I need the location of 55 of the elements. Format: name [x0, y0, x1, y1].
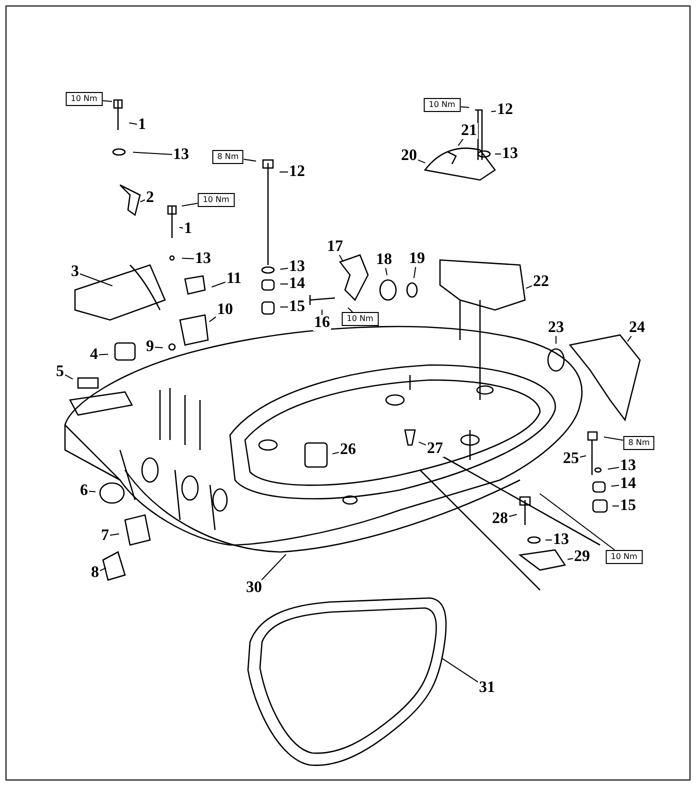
leader-line [88, 490, 96, 492]
callout-number: 19 [408, 251, 426, 267]
leader-line [418, 442, 426, 446]
torque-spec-label: 10 Nm [66, 92, 102, 106]
leader-line [332, 452, 340, 454]
leader-line [458, 138, 464, 146]
leader-line [526, 285, 532, 289]
leader-line [110, 533, 120, 536]
leader-line [100, 567, 106, 572]
torque-spec-label: 10 Nm [342, 312, 378, 326]
leader-line [181, 202, 198, 206]
leader-line [607, 466, 620, 470]
leader-line [154, 346, 164, 348]
callout-number: 27 [426, 441, 444, 457]
callout-number: 18 [375, 252, 393, 268]
leader-line [261, 554, 286, 580]
leader-line [132, 152, 172, 155]
leader-line [128, 122, 138, 125]
leader-line [280, 268, 288, 270]
torque-spec-label: 10 Nm [424, 98, 460, 112]
callout-number: 10 [216, 302, 234, 318]
callout-number: 21 [460, 123, 478, 139]
callout-number: 17 [326, 239, 344, 255]
leader-line [98, 354, 108, 356]
leader-line [182, 258, 194, 260]
torque-spec-label: 10 Nm [606, 550, 642, 564]
leader-line [580, 455, 586, 458]
torque-spec-label: 10 Nm [198, 193, 234, 207]
leader-line [385, 268, 388, 276]
callout-number: 24 [628, 320, 646, 336]
leader-line [610, 484, 620, 487]
leader-line [490, 110, 496, 112]
leader-line [208, 316, 216, 322]
leader-line [64, 374, 74, 380]
leader-line [539, 493, 616, 550]
leader-line [603, 436, 624, 441]
leader-line [80, 273, 113, 286]
leader-line [508, 514, 518, 517]
leader-line [140, 199, 146, 202]
leader-line [280, 306, 288, 308]
leader-line [413, 266, 416, 279]
leader-line [211, 282, 226, 288]
leader-line [627, 336, 632, 342]
leader-line [102, 100, 112, 102]
torque-spec-label: 8 Nm [212, 150, 244, 164]
leader-line [442, 658, 478, 683]
leader-line [243, 158, 257, 162]
leader-line [567, 558, 574, 560]
leader-line [348, 307, 353, 312]
leader-line [418, 159, 426, 164]
leader-line [178, 226, 184, 229]
leader-line [338, 254, 344, 262]
leader-line [460, 106, 470, 108]
torque-spec-label: 8 Nm [623, 436, 655, 450]
callout-number: 16 [313, 315, 331, 331]
